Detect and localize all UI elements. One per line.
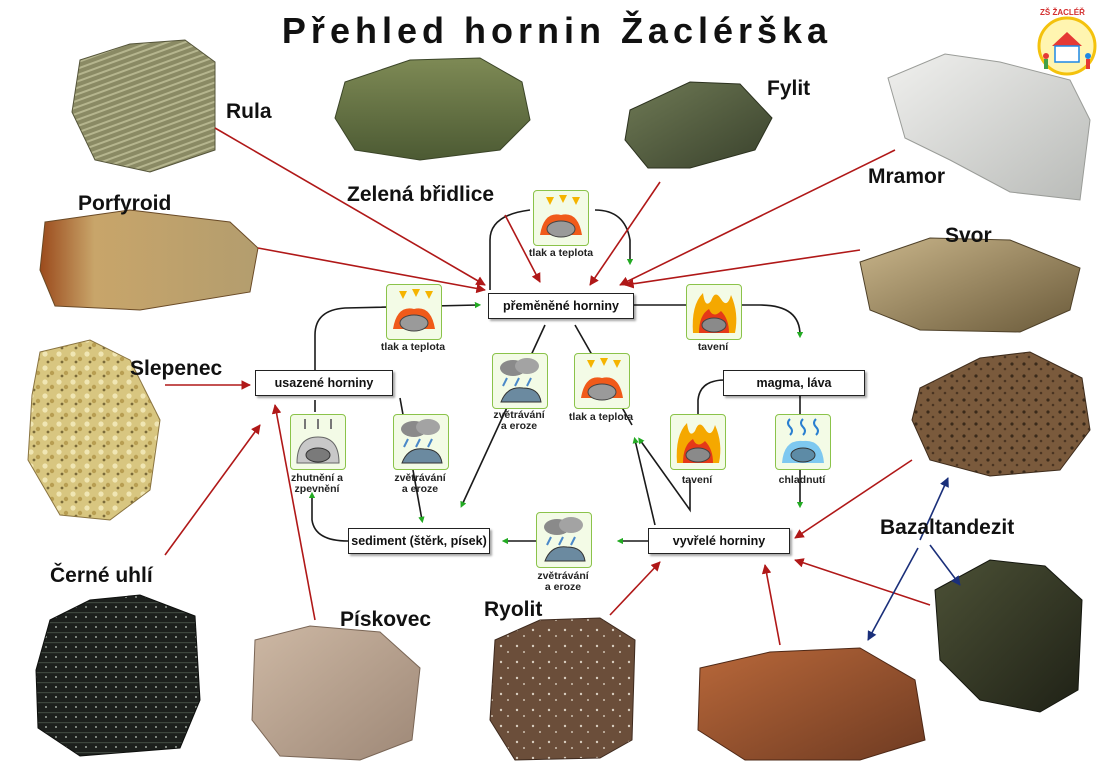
- label-mramor: Mramor: [868, 165, 946, 188]
- caption-cooling: chladnutí: [778, 474, 826, 486]
- pressure-heat-icon: [574, 353, 630, 409]
- caption-melting-mid: tavení: [681, 474, 713, 486]
- compaction-icon: [290, 414, 346, 470]
- rock-bazaltandezit-porous-image: [911, 351, 1091, 477]
- rock-fylit-image: [624, 81, 773, 169]
- node-magma-lava: magma, láva: [723, 370, 865, 396]
- rock-rula-image: [71, 39, 216, 173]
- melting-icon: [670, 414, 726, 470]
- pressure-heat-icon: [533, 190, 589, 246]
- blue-arrows: [867, 477, 961, 641]
- school-logo-icon: [1037, 16, 1097, 76]
- rock-mramor-image: [887, 53, 1091, 201]
- label-piskovec: Pískovec: [340, 608, 432, 631]
- weathering-erosion-icon: [536, 512, 592, 568]
- rock-ryolit-image: [489, 617, 636, 761]
- label-bazaltandezit: Bazaltandezit: [880, 516, 1015, 539]
- rock-piskovec-image: [251, 625, 421, 761]
- caption-compaction: zhutnění a zpevnění: [291, 472, 343, 495]
- red-arrows: [164, 127, 931, 646]
- label-rula: Rula: [226, 100, 272, 123]
- rock-green-schist-image: [334, 57, 531, 161]
- rock-porfyroid-image: [39, 209, 259, 311]
- rock-bazaltandezit-dark-image: [934, 559, 1083, 713]
- label-slepenec: Slepenec: [130, 357, 223, 380]
- rock-coal-image: [35, 594, 201, 757]
- node-metamorphic-rocks: přeměněné horniny: [488, 293, 634, 319]
- caption-pressure-heat-center: tlak a teplota: [568, 411, 634, 423]
- label-svor: Svor: [945, 224, 992, 247]
- pressure-heat-icon: [386, 284, 442, 340]
- caption-weathering-center: zvětrávání a eroze: [493, 409, 545, 432]
- rock-red-rock-image: [697, 647, 926, 761]
- label-zelena-bridlice: Zelená břidlice: [347, 183, 495, 206]
- node-sediment: sediment (štěrk, písek): [348, 528, 490, 554]
- melting-icon: [686, 284, 742, 340]
- label-ryolit: Ryolit: [484, 598, 543, 621]
- node-sedimentary-rocks: usazené horniny: [255, 370, 393, 396]
- caption-weathering-bottom: zvětrávání a eroze: [537, 570, 589, 593]
- label-porfyroid: Porfyroid: [78, 192, 172, 215]
- weathering-erosion-icon: [492, 353, 548, 409]
- label-fylit: Fylit: [767, 77, 811, 100]
- rock-slepenec-image: [27, 339, 161, 521]
- label-cerne-uhli: Černé uhlí: [50, 564, 153, 587]
- school-logo-text: ZŠ ŽACLÉŘ: [1040, 8, 1085, 17]
- caption-pressure-heat-left: tlak a teplota: [380, 341, 446, 353]
- caption-pressure-heat-top: tlak a teplota: [528, 247, 594, 259]
- page-title: Přehled hornin Žaclérška: [281, 10, 833, 51]
- cooling-icon: [775, 414, 831, 470]
- weathering-erosion-icon: [393, 414, 449, 470]
- node-igneous-rocks: vyvřelé horniny: [648, 528, 790, 554]
- caption-weathering-left: zvětrávání a eroze: [394, 472, 446, 495]
- rock-svor-image: [859, 237, 1081, 333]
- caption-melting-right: tavení: [697, 341, 729, 353]
